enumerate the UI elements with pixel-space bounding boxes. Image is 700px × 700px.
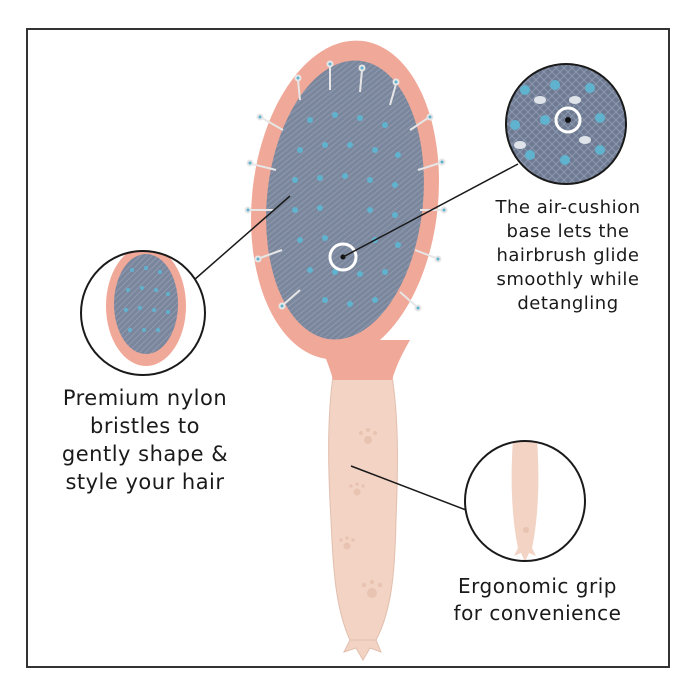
caption-line: bristles to [90,414,200,438]
caption-line: detangling [517,293,619,314]
caption-line: hairbrush glide [496,245,640,266]
caption-line: Ergonomic grip [458,574,617,598]
nylon-bristles-caption: Premium nylon bristles to gently shape &… [40,384,250,496]
caption-line: base lets the [506,221,630,242]
caption-line: smoothly while [496,269,640,290]
caption-line: The air-cushion [495,197,641,218]
caption-line: style your hair [65,470,225,494]
brush-head [244,40,448,360]
brush-handle [328,375,398,661]
magnified-cushion-circle [505,63,627,185]
magnified-handle-circle [464,440,586,562]
air-cushion-caption: The air-cushion base lets the hairbrush … [468,196,668,316]
callout-lines [193,163,519,511]
image-border [26,28,670,668]
target-ring-icon [328,242,358,272]
caption-line: gently shape & [61,442,229,466]
caption-line: Premium nylon [62,386,228,410]
ergonomic-grip-caption: Ergonomic grip for convenience [420,573,655,627]
magnified-brush-circle [80,250,206,376]
caption-line: for convenience [453,601,622,625]
